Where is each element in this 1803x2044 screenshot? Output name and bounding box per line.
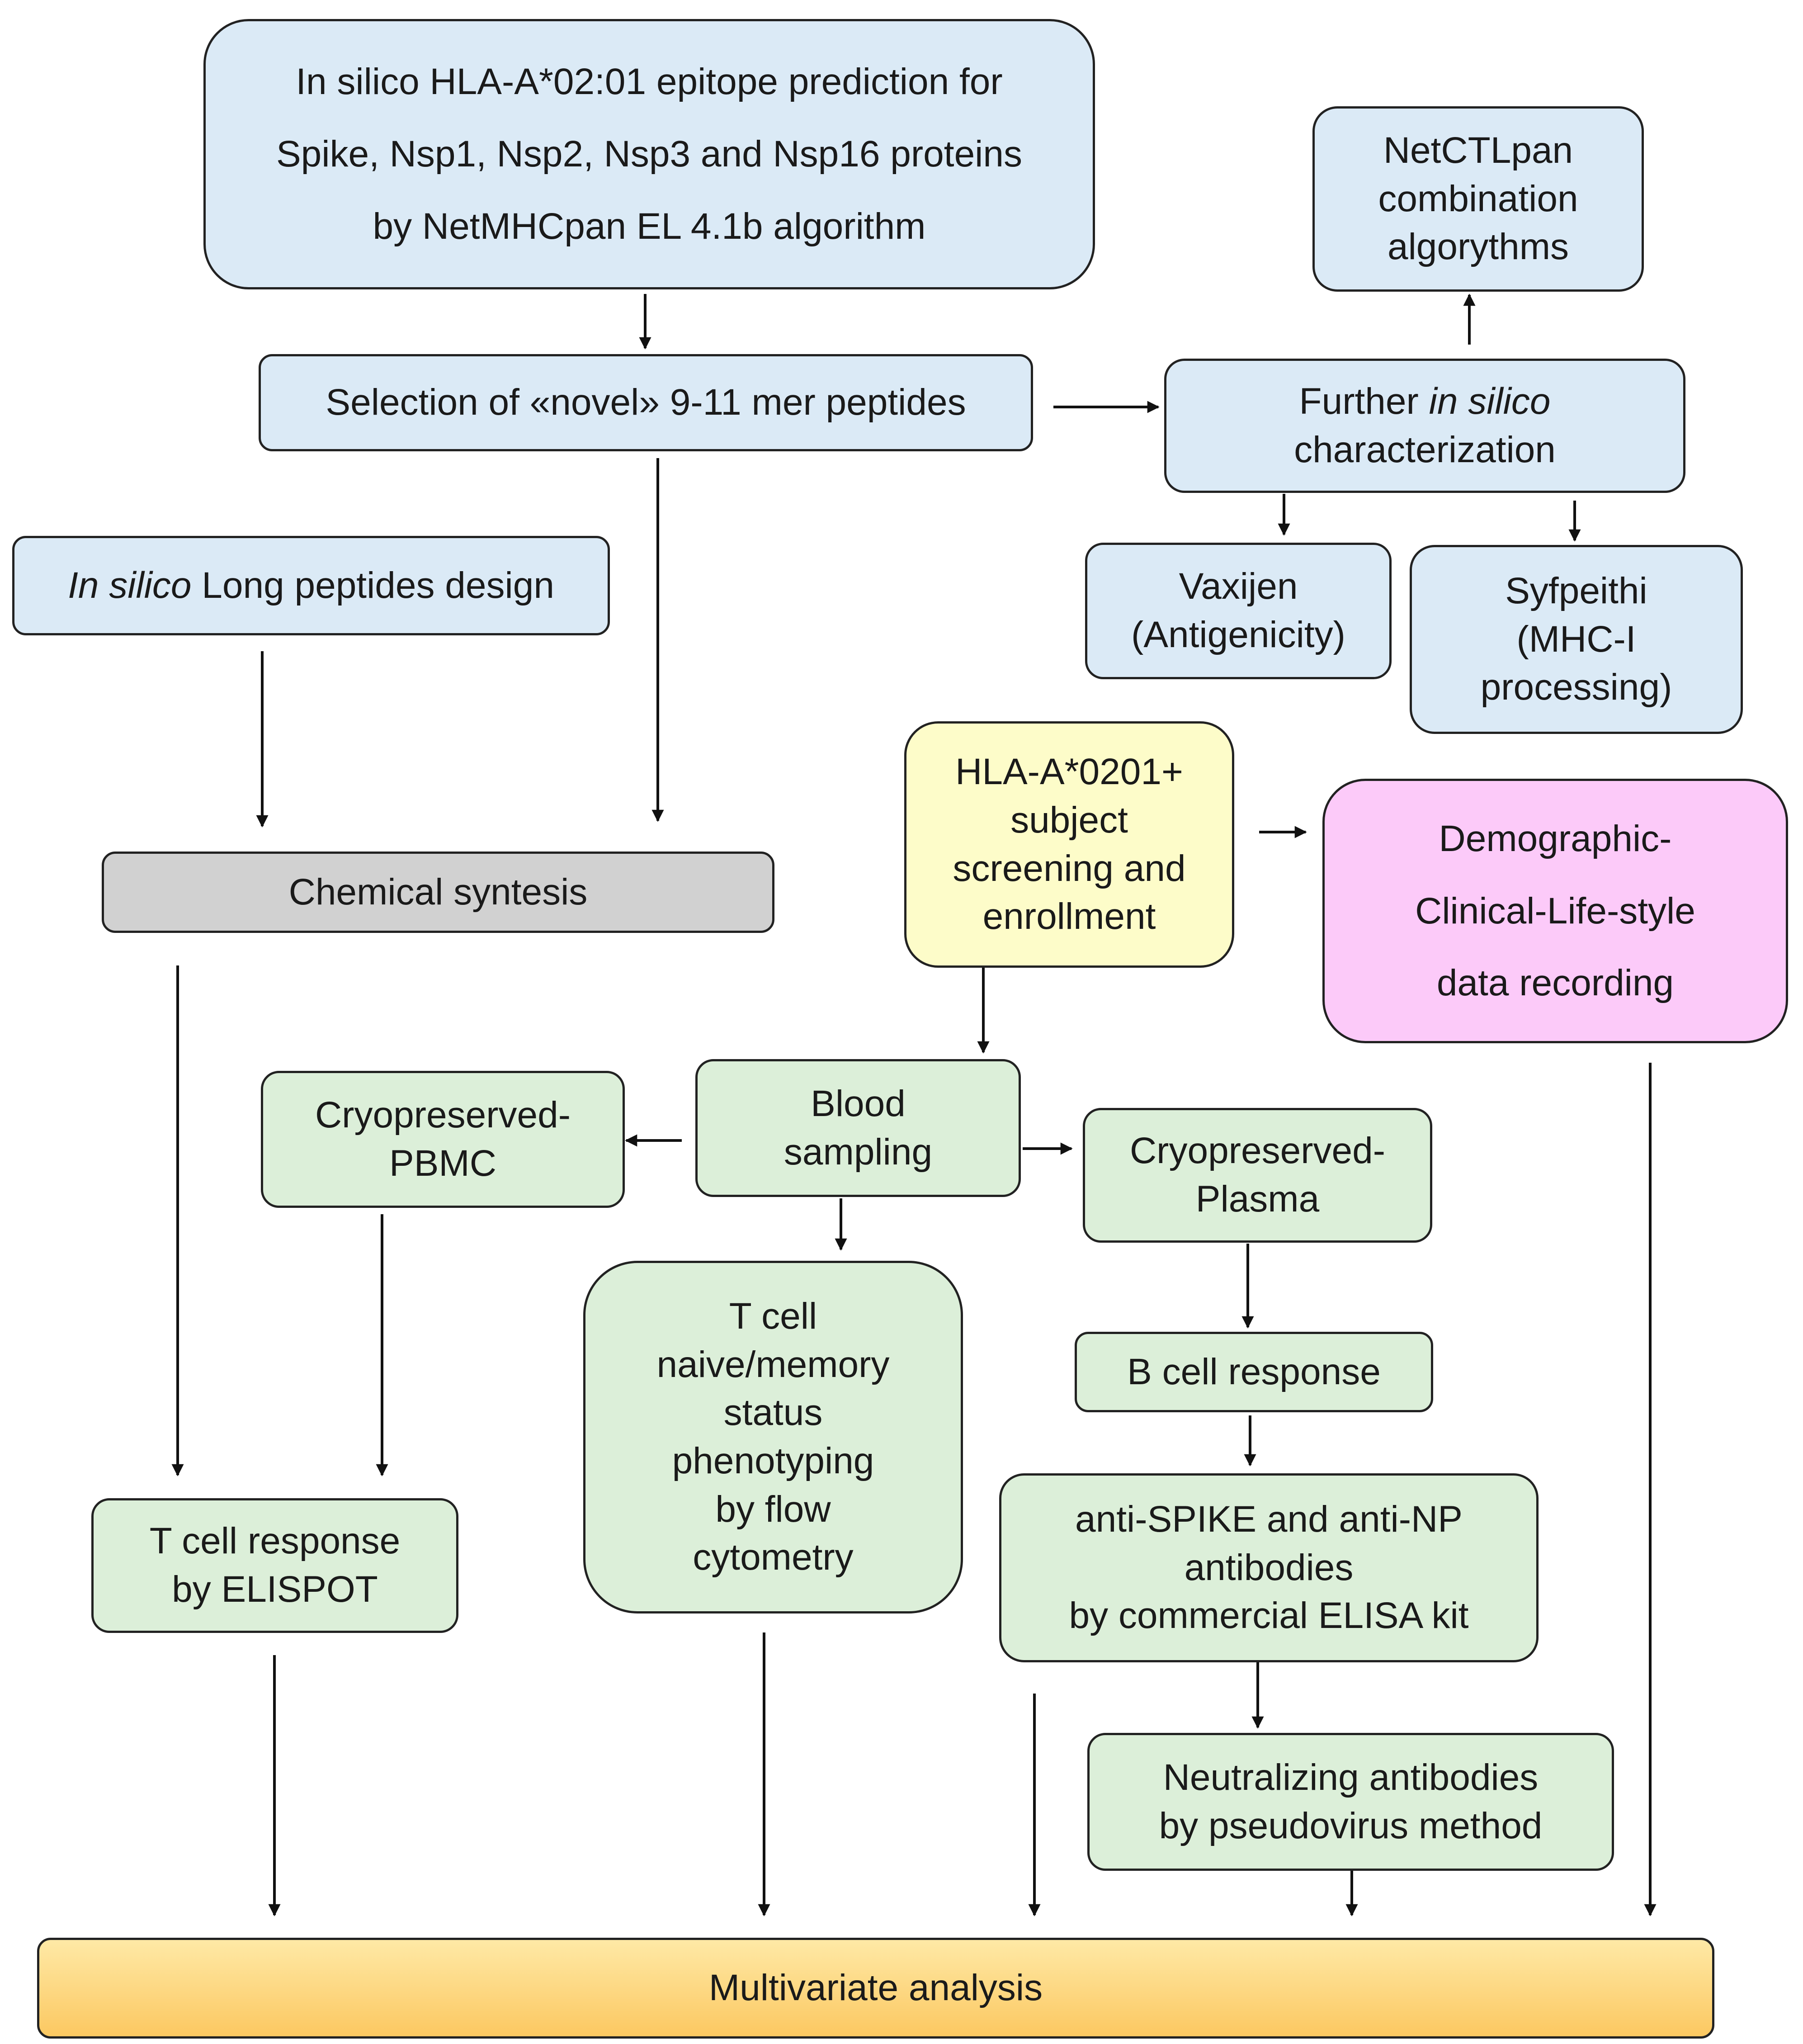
anti-spike-antibodies-box: anti-SPIKE and anti-NP antibodies by com… bbox=[999, 1473, 1539, 1662]
multivariate-analysis-box: Multivariate analysis bbox=[37, 1938, 1714, 2039]
vaxijen-box: Vaxijen (Antigenicity) bbox=[1085, 543, 1392, 679]
chemical-synthesis-box: Chemical syntesis bbox=[102, 852, 774, 933]
cryopreserved-pbmc-box: Cryopreserved- PBMC bbox=[261, 1071, 625, 1208]
long-peptides-design-box: In silico Long peptides design bbox=[12, 536, 610, 635]
blood-sampling-box: Blood sampling bbox=[695, 1059, 1021, 1197]
bcell-response-box: B cell response bbox=[1075, 1332, 1433, 1412]
tcell-phenotyping-box: T cell naive/memory status phenotyping b… bbox=[583, 1261, 963, 1613]
neutralizing-antibodies-box: Neutralizing antibodies by pseudovirus m… bbox=[1087, 1733, 1614, 1871]
netctlpan-box: NetCTLpan combination algorythms bbox=[1312, 106, 1644, 292]
selection-box: Selection of «novel» 9-11 mer peptides bbox=[259, 354, 1033, 451]
further-characterization-box: Further in silico characterization bbox=[1164, 359, 1685, 493]
demographic-data-box: Demographic- Clinical-Life-style data re… bbox=[1322, 779, 1788, 1043]
hla-subject-screening-box: HLA-A*0201+ subject screening and enroll… bbox=[904, 721, 1234, 968]
epitope-prediction-box: In silico HLA-A*02:01 epitope prediction… bbox=[203, 19, 1095, 289]
syfpeithi-box: Syfpeithi (MHC-I processing) bbox=[1410, 545, 1743, 734]
tcell-elispot-box: T cell response by ELISPOT bbox=[91, 1498, 458, 1633]
cryopreserved-plasma-box: Cryopreserved- Plasma bbox=[1083, 1108, 1432, 1243]
